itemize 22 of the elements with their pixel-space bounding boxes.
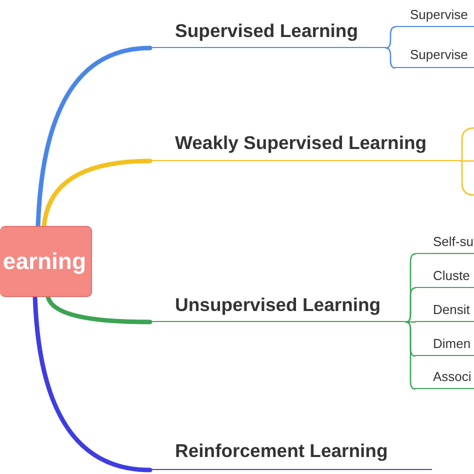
connector-line (46, 294, 152, 324)
subtopic: Supervise (395, 2, 474, 27)
root-topic-box: earning (0, 226, 92, 297)
connector-line (385, 26, 396, 49)
branch-topic: Unsupervised Learning (150, 288, 406, 322)
connector-line (405, 321, 416, 390)
subtopic: Associ (415, 364, 474, 389)
subtopic: Dimen (415, 331, 474, 356)
connector-line (405, 321, 416, 323)
connector-line (36, 46, 152, 228)
connector-line (459, 127, 474, 196)
branch-topic: Reinforcement Learning (150, 432, 432, 470)
subtopic: Cluste (415, 263, 474, 288)
connector-line (385, 47, 396, 69)
subtopic: Self-su (415, 229, 474, 254)
connector-line (42, 158, 152, 228)
connector-line (405, 287, 416, 323)
branch-topic: Supervised Learning (150, 14, 386, 48)
connector-line (32, 294, 152, 472)
subtopic: Densit (415, 297, 474, 322)
branch-topic: Weakly Supervised Learning (150, 126, 460, 161)
subtopic: Supervise (395, 41, 474, 68)
